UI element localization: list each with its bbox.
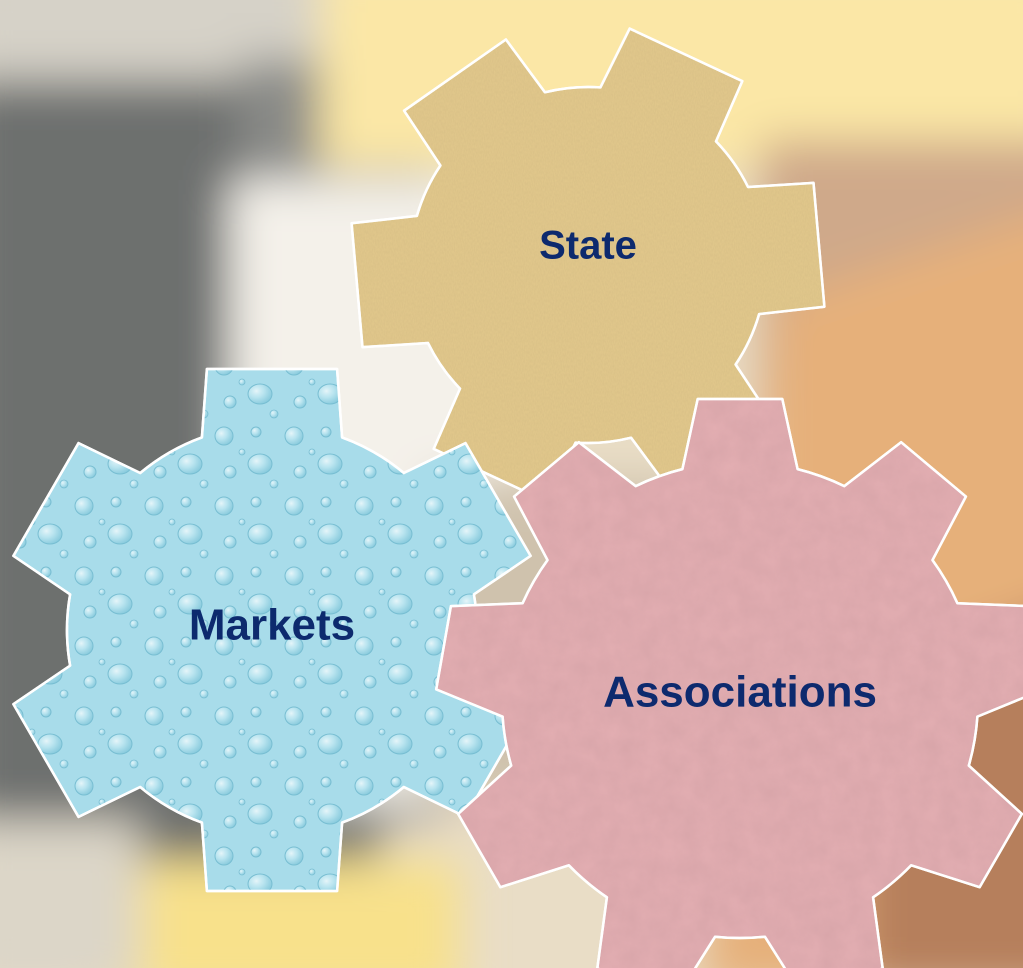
- gear-markets: Markets: [12, 367, 532, 893]
- gear-associations: Associations: [434, 397, 1023, 968]
- gear-associations-outline: [434, 397, 1023, 968]
- gear-label-markets: Markets: [189, 601, 355, 650]
- gear-label-associations: Associations: [603, 668, 877, 717]
- gear-state-outline: [350, 27, 826, 503]
- gear-markets-texture: [13, 369, 531, 891]
- gear-label-state: State: [539, 224, 637, 268]
- gear-markets-outline: [12, 367, 532, 893]
- gear-state-texture: [351, 28, 825, 502]
- gear-state: State: [350, 27, 826, 503]
- gear-associations-texture: [436, 399, 1023, 968]
